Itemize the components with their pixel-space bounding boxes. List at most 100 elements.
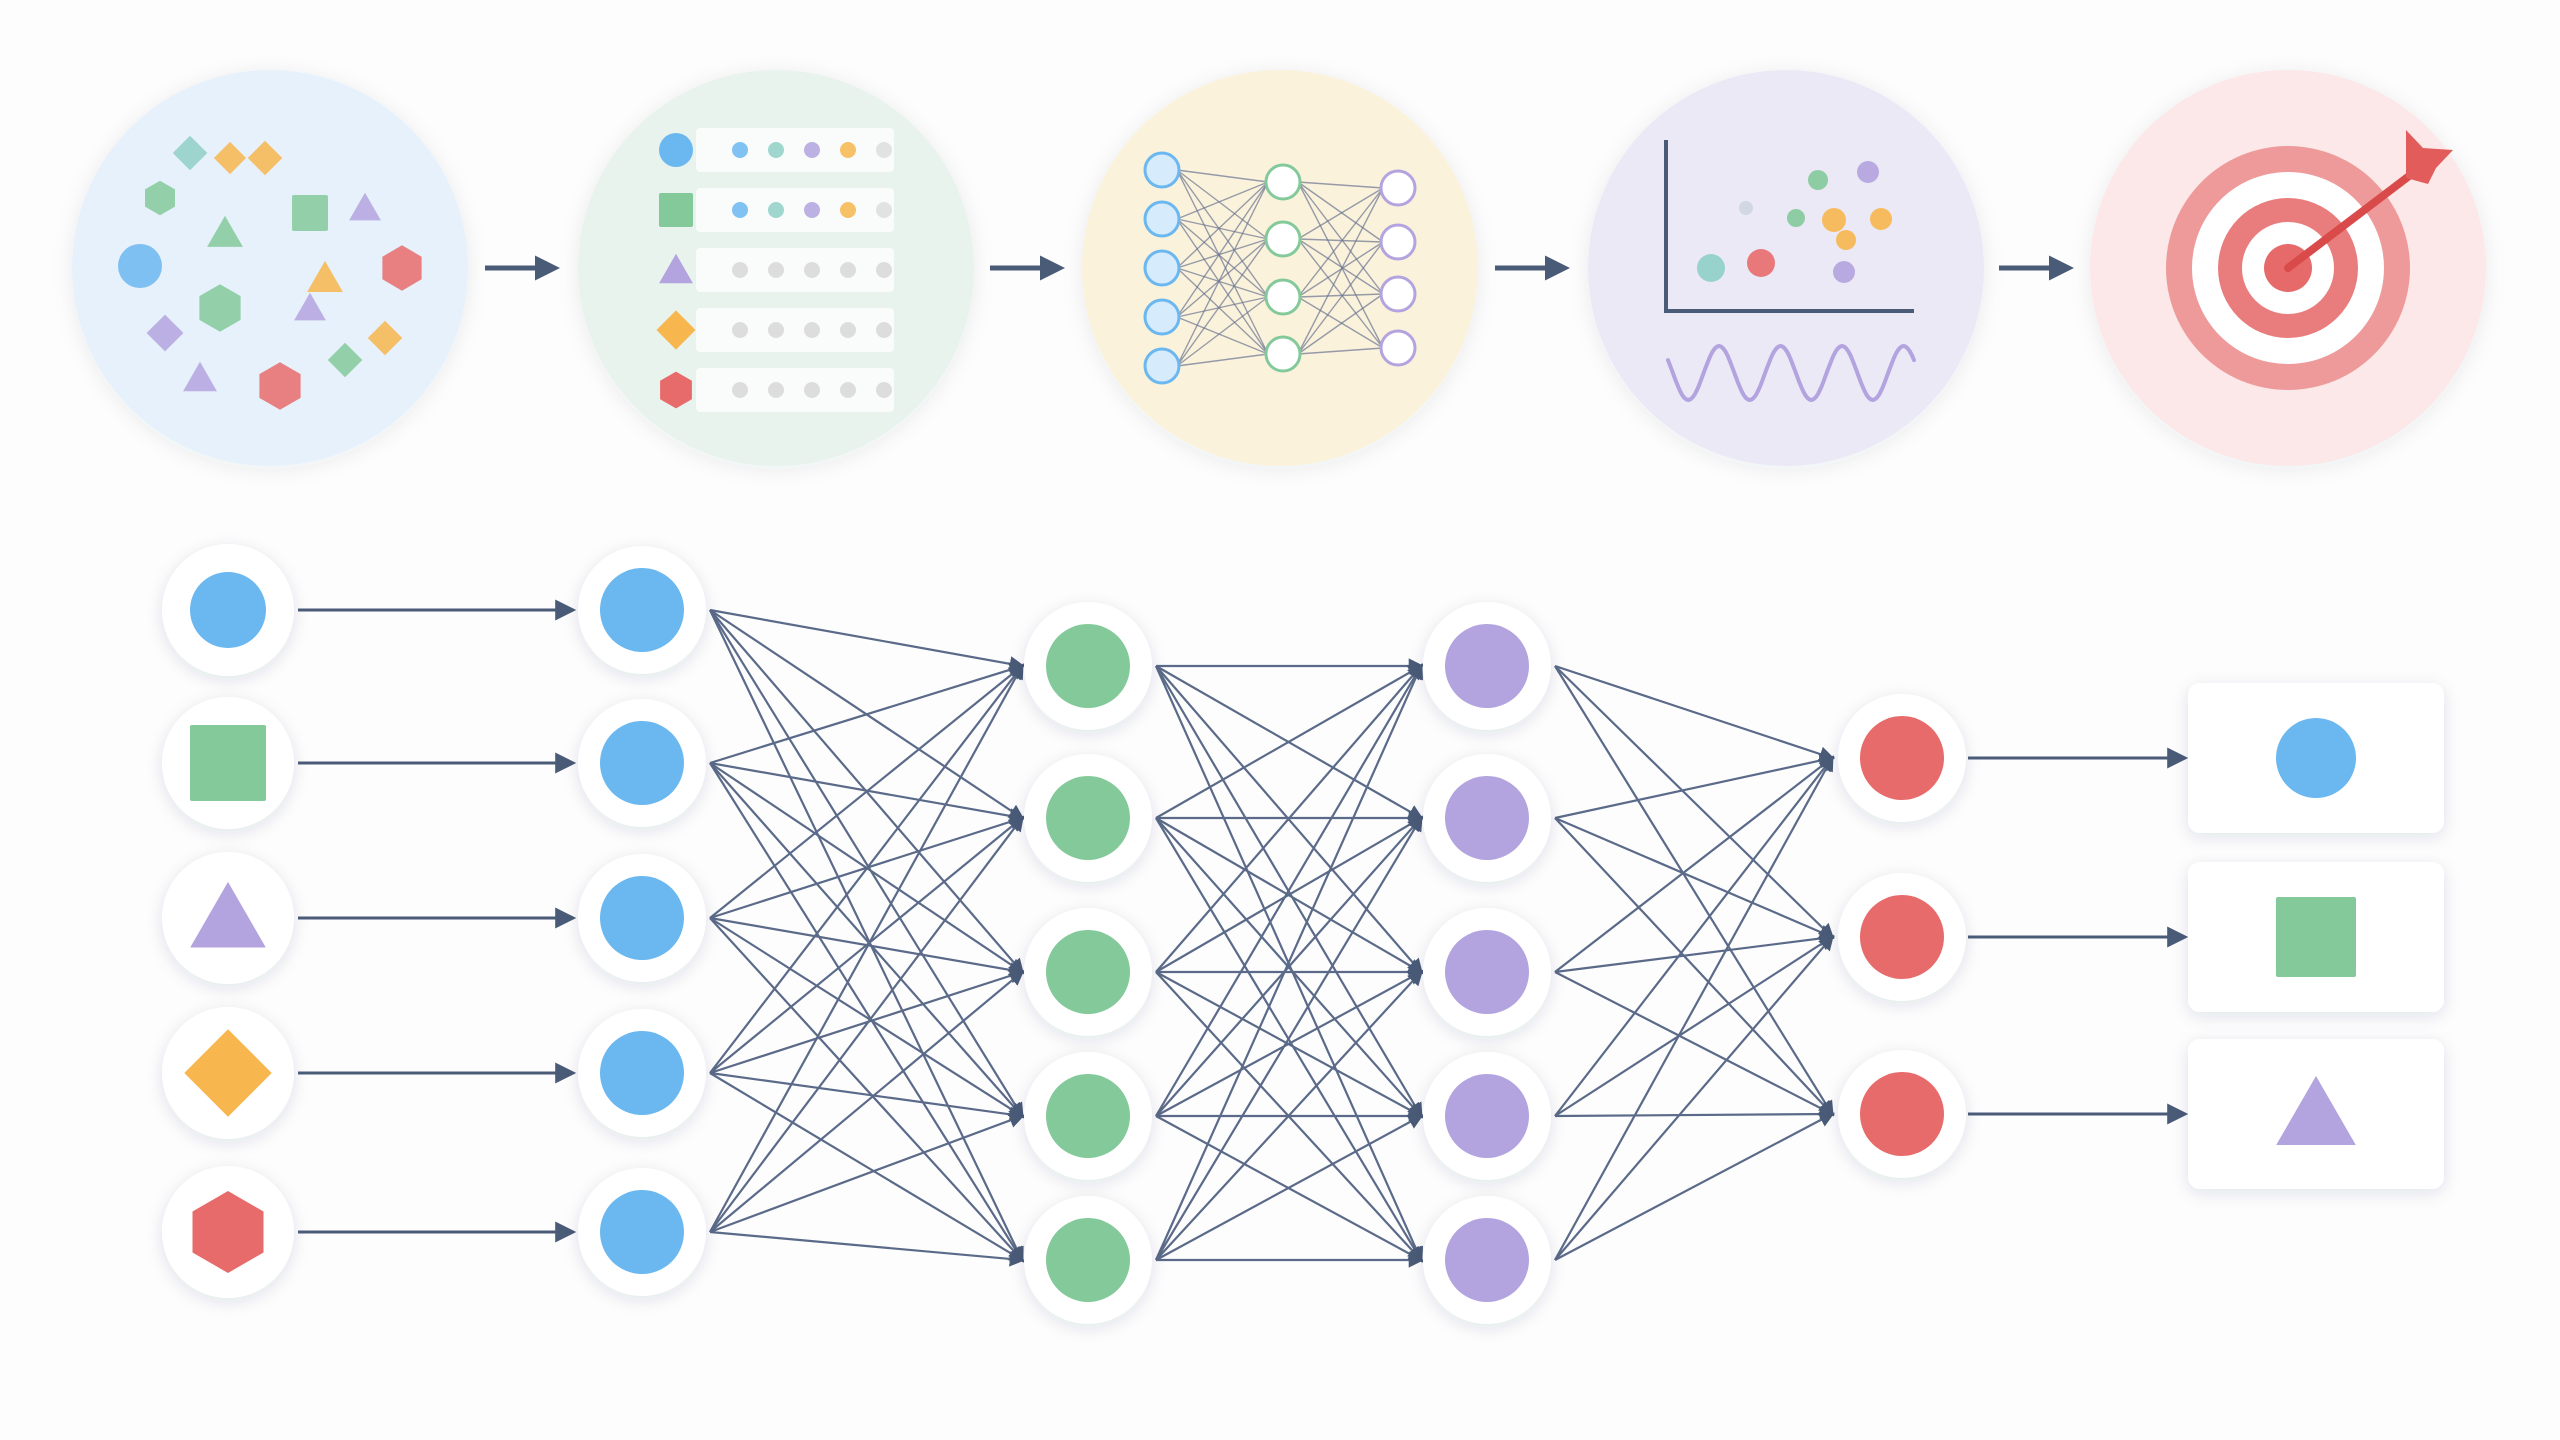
- dart-fletching: [2406, 130, 2453, 184]
- network-node-icon: [1143, 200, 1181, 238]
- connection-edges: [709, 608, 1836, 1268]
- scatter-shape: [213, 141, 247, 175]
- network-node-icon: [1264, 220, 1302, 258]
- network-node-icon: [1143, 347, 1181, 385]
- table-cell-dot: [768, 202, 784, 218]
- chart-point: [1857, 161, 1879, 183]
- edge: [1155, 1114, 1424, 1261]
- edge: [709, 1071, 1026, 1122]
- neuron: [1445, 930, 1529, 1014]
- output-square: [1968, 862, 2444, 1012]
- neuron: [600, 721, 684, 805]
- network-node-icon: [1264, 163, 1302, 201]
- network-edge: [1176, 218, 1269, 355]
- neuron: [1445, 1074, 1529, 1158]
- edge: [709, 1230, 1026, 1267]
- edge: [709, 609, 1024, 1263]
- edge: [709, 663, 1024, 1233]
- edge: [1154, 663, 1424, 1261]
- diamond-icon: [184, 1029, 272, 1117]
- edge: [1554, 971, 1835, 1116]
- network-node-icon: [1379, 329, 1417, 367]
- table-row: [696, 128, 894, 172]
- neural-network-diagram: [162, 544, 2444, 1324]
- edge: [1554, 1112, 1835, 1261]
- network-edge: [1297, 238, 1384, 295]
- triangle-icon: [2276, 1076, 2356, 1145]
- neuron: [1445, 776, 1529, 860]
- network-edge: [1297, 187, 1384, 240]
- table-cell-dot: [732, 382, 748, 398]
- input-layer: [578, 546, 706, 1296]
- scatter-shape: [183, 361, 217, 392]
- input-circle: [162, 544, 577, 676]
- network-edge: [1176, 181, 1269, 220]
- target-icon: [2166, 130, 2453, 390]
- network-node-icon: [1143, 298, 1181, 336]
- network-edge: [1297, 293, 1384, 355]
- row-shape-icon: [659, 253, 693, 284]
- output-layer: [1838, 694, 1966, 1178]
- network-edge: [1297, 347, 1384, 355]
- input-triangle: [162, 852, 577, 984]
- network-icon: [1143, 151, 1417, 385]
- dart-shaft: [2284, 169, 2417, 272]
- table-cell-dot: [876, 202, 892, 218]
- edge: [1554, 665, 1834, 1117]
- stage-circle: [1588, 70, 1984, 466]
- network-edge: [1297, 181, 1384, 189]
- table-cell-dot: [732, 202, 748, 218]
- network-edge: [1297, 293, 1384, 298]
- edge: [709, 970, 1025, 1233]
- edge: [709, 917, 1025, 1263]
- network-node-icon: [1379, 169, 1417, 207]
- table-cell-dot: [876, 322, 892, 338]
- edge: [709, 664, 1025, 919]
- edge: [1554, 817, 1835, 1117]
- stage-neural-network: [1082, 70, 1478, 466]
- neuron: [1046, 624, 1130, 708]
- network-node-icon: [1379, 275, 1417, 313]
- output-circle: [1968, 683, 2444, 833]
- network-edge: [1176, 267, 1269, 355]
- triangle-icon: [190, 881, 266, 948]
- row-shape-icon: [656, 310, 696, 350]
- edge: [1155, 815, 1423, 1261]
- chart-point: [1697, 254, 1725, 282]
- row-shape-icon: [660, 371, 692, 409]
- table-cell-dot: [804, 202, 820, 218]
- edge: [709, 815, 1024, 1233]
- network-edge: [1297, 181, 1384, 349]
- stage-goal: [2090, 70, 2486, 466]
- neuron: [1046, 1074, 1130, 1158]
- chart-point: [1833, 261, 1855, 283]
- edge: [1554, 664, 1835, 762]
- wave-line: [1666, 343, 1916, 403]
- network-edge: [1176, 316, 1269, 355]
- stage-data-table: [578, 70, 974, 466]
- edge: [1554, 755, 1834, 1117]
- chart-point: [1808, 170, 1828, 190]
- table-cell-dot: [840, 202, 856, 218]
- edge: [1155, 969, 1424, 1261]
- table-cell-dot: [840, 262, 856, 278]
- chart-point: [1836, 230, 1856, 250]
- neuron: [1046, 930, 1130, 1014]
- network-edge: [1297, 238, 1384, 349]
- table-cell-dot: [768, 322, 784, 338]
- scatter-shape: [367, 320, 403, 356]
- network-node-icon: [1143, 151, 1181, 189]
- table-cell-dot: [804, 382, 820, 398]
- chart-icon: [1664, 140, 1916, 403]
- edge: [709, 608, 1026, 672]
- table-cell-dot: [876, 142, 892, 158]
- scatter-shape: [259, 362, 301, 410]
- edge: [1554, 816, 1835, 940]
- edge: [709, 1072, 1025, 1262]
- circle-icon: [2276, 718, 2356, 798]
- network-edge: [1176, 296, 1269, 318]
- stage-analysis: [1588, 70, 1984, 466]
- neuron: [1860, 895, 1944, 979]
- input-diamond: [162, 1007, 577, 1139]
- network-edge: [1176, 218, 1269, 240]
